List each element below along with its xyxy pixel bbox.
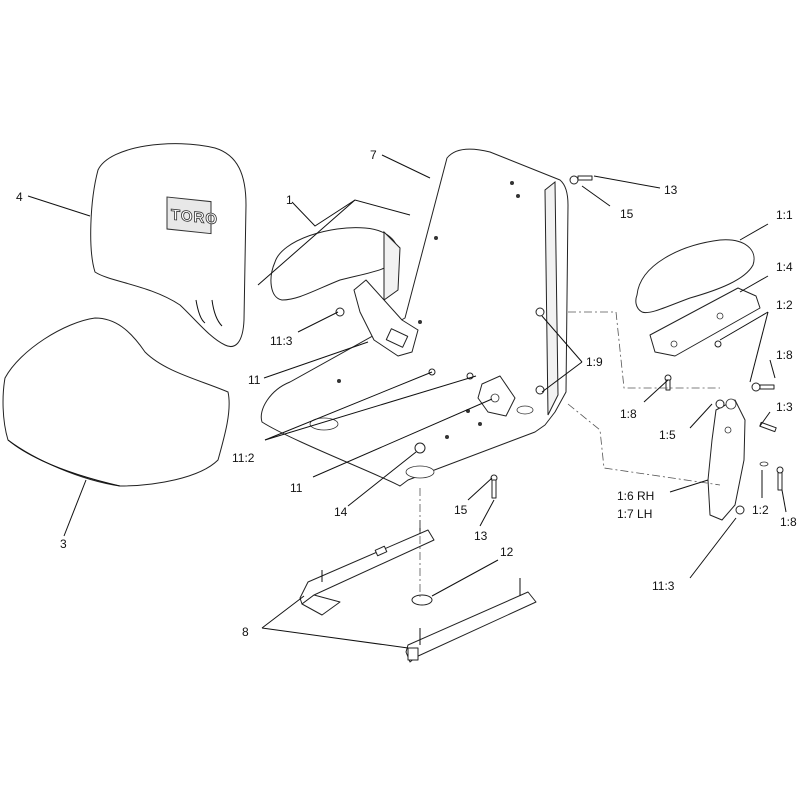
callout-1-2-bottom: 1:2 (752, 503, 769, 517)
callout-1-7-lh: 1:7 LH (617, 507, 652, 521)
armrest-pivot-bracket (707, 398, 746, 521)
left-armrest (270, 227, 401, 301)
callout-4: 4 (16, 190, 23, 204)
seat-frame (260, 148, 569, 487)
callout-1-5: 1:5 (659, 428, 676, 442)
callout-1: 1 (286, 193, 293, 207)
callout-1-9: 1:9 (586, 355, 603, 369)
seat-belt-retractor (353, 279, 419, 357)
callout-12: 12 (500, 545, 514, 559)
assembly-lines (419, 311, 721, 600)
callout-3: 3 (60, 537, 67, 551)
toro-logo-plate: TORO (166, 196, 218, 235)
callout-1-6-rh: 1:6 RH (617, 489, 654, 503)
callout-13-bottom: 13 (474, 529, 488, 543)
seat-slide-rail-lower (405, 578, 537, 663)
callout-1-3: 1:3 (776, 400, 793, 414)
callout-1-4: 1:4 (776, 260, 793, 274)
callout-11-3-left: 11:3 (270, 334, 293, 348)
seat-belt-buckle (477, 375, 516, 417)
callout-7: 7 (370, 148, 377, 162)
seat-back-cushion: TORO (90, 143, 247, 347)
callout-11-top: 11 (248, 373, 261, 387)
seat-spacer-12 (411, 594, 433, 606)
callout-1-8-right: 1:8 (776, 348, 793, 362)
callout-15-bottom: 15 (454, 503, 468, 517)
callout-14: 14 (334, 505, 348, 519)
callout-labels: 4 1 7 13 15 1:1 1:4 1:2 1:8 1:3 1:9 1:8 … (16, 148, 797, 639)
callout-11-bottom: 11 (290, 481, 303, 495)
seat-slide-rail-upper (299, 520, 435, 616)
callout-15-top: 15 (620, 207, 634, 221)
callout-8: 8 (242, 625, 249, 639)
leader-lines (27, 154, 787, 649)
callout-1-2-top: 1:2 (776, 298, 793, 312)
callout-1-1: 1:1 (776, 208, 793, 222)
callout-11-3-bottom: 11:3 (652, 579, 675, 593)
seat-bottom-cushion (2, 317, 230, 487)
right-armrest (635, 239, 755, 314)
callout-1-8-bottom: 1:8 (780, 515, 797, 529)
armrest-fasteners (335, 175, 784, 515)
callout-1-8-left: 1:8 (620, 407, 637, 421)
armrest-mounting-bracket (649, 287, 761, 357)
callout-13-top: 13 (664, 183, 678, 197)
callout-11-2: 11:2 (232, 451, 255, 465)
toro-logo-text: TORO (171, 206, 218, 228)
